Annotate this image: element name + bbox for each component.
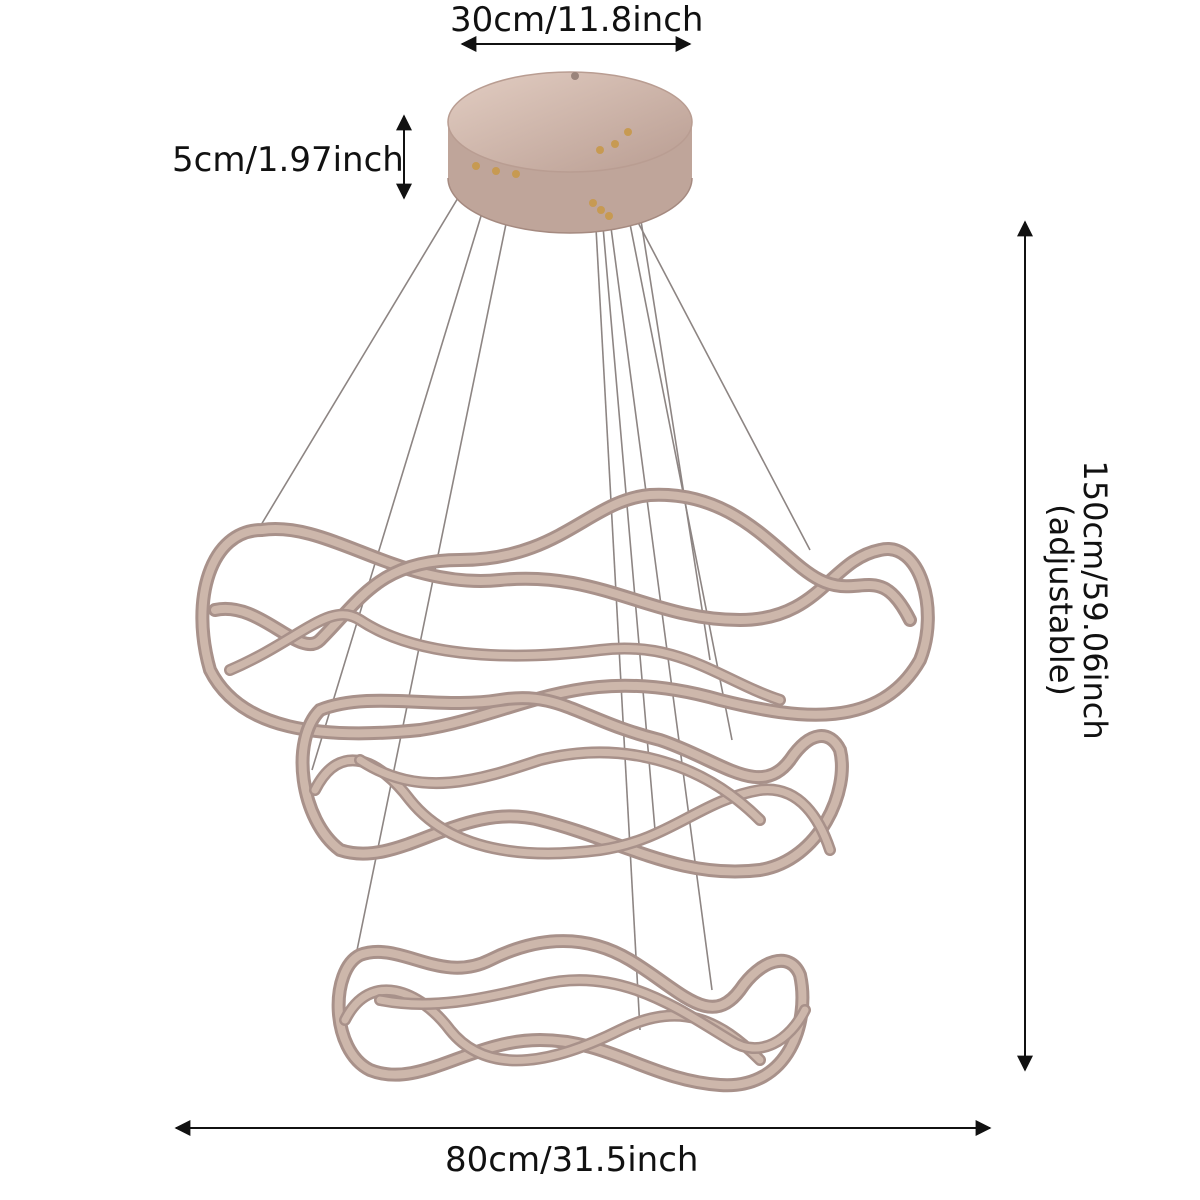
canopy-height-label: 5cm/1.97inch: [172, 140, 404, 180]
drop-height-label: 150cm/59.06inch (adjustable): [1042, 460, 1114, 740]
overall-width-label: 80cm/31.5inch: [445, 1140, 699, 1180]
bottom-ring: [331, 934, 811, 1093]
drop-height-value: 150cm/59.06inch: [1076, 460, 1114, 740]
ceiling-canopy: [447, 71, 693, 234]
canopy-diameter-label: 30cm/11.8inch: [450, 0, 704, 40]
middle-ring: [295, 691, 849, 879]
drop-height-note: (adjustable): [1042, 504, 1080, 696]
top-ring: [195, 487, 935, 741]
